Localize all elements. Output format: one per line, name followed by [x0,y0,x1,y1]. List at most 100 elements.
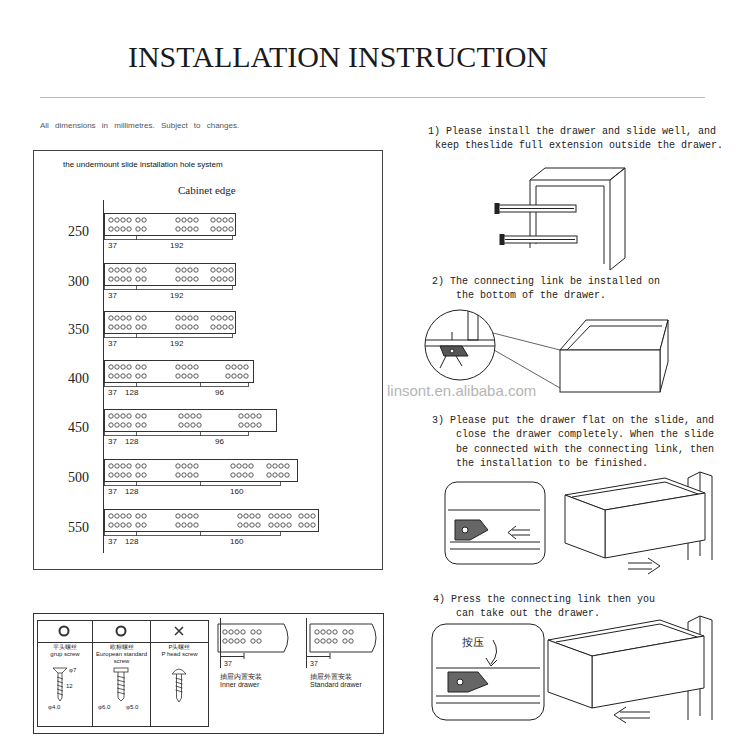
release-detail [432,624,544,720]
screw-dimension: φ5.0 [126,704,138,711]
slide-hole-bar [244,523,248,527]
slide-hole-bar [229,227,233,231]
screw-table [117,627,126,636]
screw-dimension: φ7 [69,667,76,674]
slide-hole-bar [185,414,189,418]
slide-hole-bar [136,432,137,436]
release-detail [432,624,544,720]
screw-drawing [58,673,62,701]
slide-hole-bar [229,316,233,320]
slide-hole-bar [211,325,215,329]
slide-hole-bar [136,464,140,468]
node-text: P头螺丝 [152,644,207,651]
node-text: 平头螺丝 [39,644,91,651]
slide-hole-bar [188,523,192,527]
slide-length: 250 [68,224,89,240]
slide-hole-bar [249,473,253,477]
slide-hole-bar [115,374,119,378]
slide-hole-bar [256,514,260,518]
cabinet-illustration [500,208,574,209]
slide-hole-bar [269,514,273,518]
slide-hole-bar [136,532,137,536]
mount-type-label: 抽屉外置安装Standard drawer [306,673,382,690]
slide-hole-bar [243,464,247,468]
title-rule [40,97,705,98]
slide-hole-bar [142,268,146,272]
node-text: the undermount slide installation hole s… [63,160,382,170]
mount-hole [321,630,325,634]
closing-detail [448,510,540,549]
slide-hole-bar [142,218,146,222]
slide-hole-bar [176,316,180,320]
page-title: INSTALLATION INSTRUCTION [0,40,676,75]
drawer-illustration [565,478,705,558]
slide-hole-bar [188,473,192,477]
screw-table [34,614,384,734]
slide-hole-bar [127,374,131,378]
mount-hole [257,630,261,634]
slide-hole-bar [104,383,105,387]
dimension-value: 128 [125,487,138,496]
step-instruction: 3) Please put the drawer flat on the sli… [432,414,722,472]
slide-hole-bar [197,423,201,427]
node-text: P head screw [152,651,207,658]
link-detail [420,340,500,346]
link-detail [420,300,560,388]
cabinet-illustration [530,180,604,264]
cabinet-illustration [530,168,625,180]
slide-hole-bar [200,532,201,536]
slide-hole-bar [115,218,119,222]
dimension-value: 37 [224,660,232,668]
slide-hole-bar [115,423,119,427]
slide-hole-bar [179,423,183,427]
link-detail [425,310,495,380]
mount-hole [223,630,227,634]
slide-hole-bar [142,365,146,369]
dimension-value: 192 [170,339,183,348]
release-detail [436,668,540,669]
slide-hole-bar [104,410,277,437]
slide-hole-bar [231,464,235,468]
slide-hole-bar [188,325,192,329]
slide-hole-bar [104,460,298,487]
slide-hole-bar [109,523,113,527]
slide-hole-bar [232,236,233,240]
slide-hole-bar [115,473,119,477]
slide-hole-bar [136,514,140,518]
dimension-value: 37 [108,437,117,446]
slide-hole-bar [248,432,249,436]
closing-detail [508,526,530,539]
link-detail [468,300,478,340]
dimension-value: 37 [108,388,117,397]
step-instruction: 4) Press the connecting link then you ca… [433,593,668,622]
cabinet-edge-label: Cabinet edge [178,184,236,197]
slide-hole-bar [109,325,113,329]
slide-hole-bar [299,514,303,518]
note-text: All dimensions in millimetres. Subject t… [40,121,239,130]
slide-hole-bar [136,383,137,387]
slide-hole-bar [127,423,131,427]
slide-hole-bar [142,325,146,329]
slide-hole-bar [239,423,243,427]
slide-hole-bar [194,374,198,378]
link-detail [452,332,453,340]
slide-hole-bar [244,365,248,369]
cabinet-illustration [505,239,575,240]
screw-table [175,627,183,635]
slide-hole-bar [194,227,198,231]
drawer-illustration [548,640,592,708]
slide-hole-bar [104,286,105,290]
slide-hole-bar [182,218,186,222]
slide-hole-bar [191,414,195,418]
slide-hole-bar [105,264,236,286]
slide-hole-bar [104,264,236,291]
slide-hole-bar [182,316,186,320]
slide-hole-bar [217,227,221,231]
slide-hole-bar [104,432,105,436]
slide-hole-bar [142,374,146,378]
slide-hole-bar [136,286,137,290]
cabinet-illustration [610,168,625,270]
slide-hole-bar [223,227,227,231]
slide-hole-bar [179,414,183,418]
